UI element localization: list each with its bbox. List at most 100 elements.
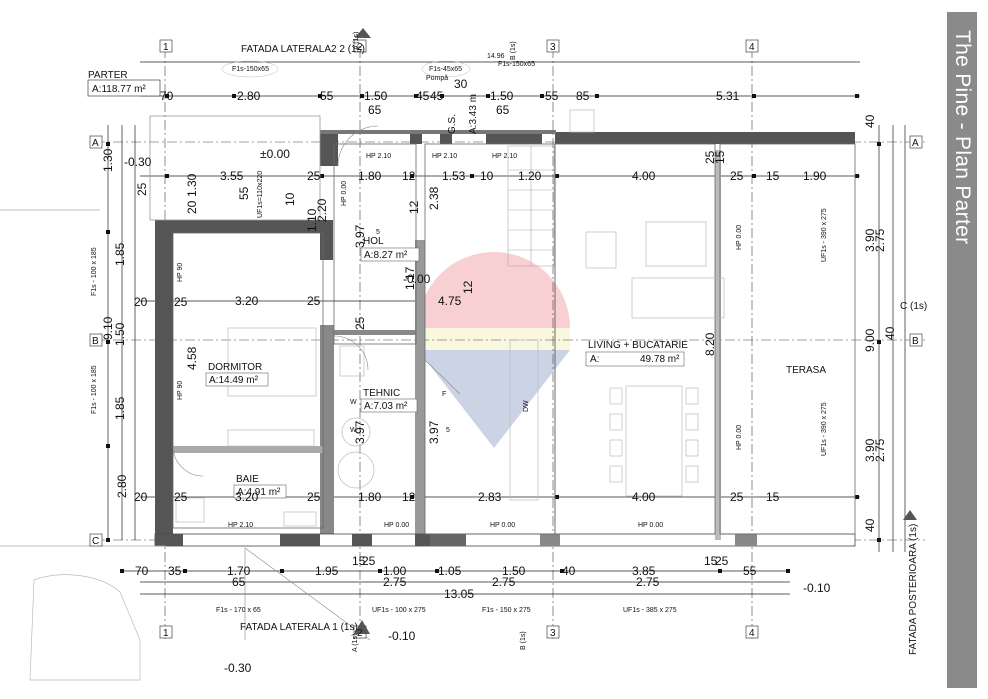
svg-text:F1s - 100 x 185: F1s - 100 x 185 [91, 365, 98, 414]
svg-text:40: 40 [883, 326, 897, 340]
svg-text:F: F [442, 391, 446, 398]
svg-text:55: 55 [545, 89, 559, 103]
svg-text:-0.10: -0.10 [388, 629, 416, 643]
svg-text:20: 20 [134, 490, 148, 504]
svg-text:20: 20 [185, 200, 199, 214]
svg-text:45: 45 [416, 89, 430, 103]
svg-text:2.20: 2.20 [315, 198, 329, 222]
svg-text:35: 35 [168, 564, 182, 578]
svg-text:1.50: 1.50 [364, 89, 388, 103]
section-a-top: A (1s) [353, 32, 360, 50]
window-tags: F1s-150x65 F1s-45x65 F1s-150x65 F1s - 17… [91, 60, 828, 614]
svg-text:2.80: 2.80 [237, 89, 261, 103]
svg-text:25: 25 [362, 554, 376, 568]
room-area-hol: A:8.27 m² [364, 250, 408, 261]
svg-text:8.20: 8.20 [703, 332, 717, 356]
dims-top: 70 2.80 55 1.50 65 45 45 30 1.50 65 55 8… [160, 53, 740, 117]
svg-text:70: 70 [135, 564, 149, 578]
svg-text:B: B [92, 336, 99, 347]
svg-text:2.75: 2.75 [383, 575, 407, 589]
svg-text:3.55: 3.55 [220, 169, 244, 183]
bed [227, 327, 317, 397]
svg-text:2.38: 2.38 [427, 186, 441, 210]
svg-text:3.97: 3.97 [427, 420, 441, 444]
dimension-ticks [106, 94, 881, 573]
svg-text:14.96: 14.96 [487, 53, 505, 60]
svg-text:3.20: 3.20 [235, 490, 259, 504]
svg-text:30: 30 [454, 77, 468, 91]
svg-text:-0.30: -0.30 [124, 155, 152, 169]
dims-row2: 3.55 25 1.80 12 1.53 10 1.20 4.00 25 15 … [220, 169, 827, 183]
section-a-bottom: A (1s) [352, 634, 359, 652]
coffee-table [645, 221, 707, 267]
svg-text:Pompă: Pompă [426, 75, 448, 82]
section-b-top: B (1s) [510, 41, 517, 60]
svg-text:F1s-150x65: F1s-150x65 [498, 61, 535, 68]
svg-text:12: 12 [461, 280, 475, 294]
svg-text:25: 25 [703, 150, 717, 164]
svg-text:1.80: 1.80 [358, 169, 382, 183]
svg-text:70: 70 [160, 89, 174, 103]
svg-text:4.00: 4.00 [632, 169, 656, 183]
level-marks: ±0.00 -0.10 -0.10 -0.30 -0.30 -0.00 [124, 147, 831, 675]
svg-text:4.75: 4.75 [438, 294, 462, 308]
svg-text:-0.30: -0.30 [224, 661, 252, 675]
svg-text:4.58: 4.58 [185, 346, 199, 370]
svg-text:1.50: 1.50 [502, 564, 526, 578]
svg-text:HP 0.00: HP 0.00 [638, 522, 663, 529]
furniture [29, 109, 725, 681]
sidebar-title: The Pine - Plan Parter [951, 30, 974, 245]
level-area: A:118.77 m² [92, 84, 146, 95]
svg-text:2.83: 2.83 [478, 490, 502, 504]
sofa [631, 277, 725, 319]
svg-text:2.75: 2.75 [492, 575, 516, 589]
dims-left: 9.10 1.30 25 1.85 1.50 1.85 2.80 20 25 2… [101, 148, 251, 504]
svg-text:10: 10 [283, 192, 297, 206]
svg-text:9.00: 9.00 [863, 328, 877, 352]
svg-text:15: 15 [713, 150, 727, 164]
svg-text:1.80: 1.80 [358, 490, 382, 504]
floor-plan: 1 2 3 4 1 2 3 4 A B C A B FATADA LATERAL… [0, 28, 927, 681]
hp-labels: HP 2.10 HP 2.10 HP 2.10 HP 2.10 HP 0.00 … [177, 153, 743, 529]
dims-bottom: 70 35 1.70 1.95 15 25 1.00 1.05 1.50 40 … [135, 554, 757, 601]
svg-text:1.00: 1.00 [383, 564, 407, 578]
svg-text:1.20: 1.20 [518, 169, 542, 183]
svg-text:5: 5 [376, 229, 380, 236]
kitchen-counter [509, 339, 539, 501]
room-area-living: 49.78 m² [640, 354, 680, 365]
dining-table [625, 385, 683, 497]
room-name-baie: BAIE [236, 474, 259, 485]
svg-text:55: 55 [743, 564, 757, 578]
room-name-hol: HOL [363, 236, 384, 247]
room-area-prefix-living: A: [590, 354, 599, 365]
svg-text:15: 15 [704, 554, 718, 568]
facade-right-label: FATADA POSTERIOARA (1s) [908, 524, 919, 655]
grid-labels: 1 2 3 4 1 2 3 4 A B C A B [92, 42, 919, 639]
svg-text:1.85: 1.85 [113, 242, 127, 266]
svg-text:2.75: 2.75 [636, 575, 660, 589]
svg-text:G.S.: G.S. [447, 114, 458, 134]
svg-text:HP 2.10: HP 2.10 [432, 153, 457, 160]
wardrobe [227, 429, 315, 447]
svg-text:A: A [912, 138, 919, 149]
door-swings [172, 125, 461, 641]
stairs [507, 145, 555, 267]
svg-text:10: 10 [480, 169, 494, 183]
svg-text:2.80: 2.80 [115, 474, 129, 498]
svg-text:13.05: 13.05 [444, 587, 474, 601]
svg-text:4.00: 4.00 [632, 490, 656, 504]
svg-text:HP 90: HP 90 [177, 381, 184, 400]
svg-text:2.75: 2.75 [873, 438, 887, 462]
svg-text:1.95: 1.95 [315, 564, 339, 578]
svg-text:DW: DW [523, 400, 530, 412]
svg-text:3.20: 3.20 [235, 294, 259, 308]
room-labels: HOL A:8.27 m² DORMITOR A:14.49 m² TEHNIC… [205, 236, 826, 499]
svg-text:25: 25 [715, 554, 729, 568]
svg-text:HP 2.10: HP 2.10 [366, 153, 391, 160]
svg-text:UF1s - 100 x 275: UF1s - 100 x 275 [372, 607, 426, 614]
svg-text:1.10: 1.10 [305, 208, 319, 232]
misc-labels: G.S. A:3.43 m Pompă DW W W F 12 [350, 75, 530, 434]
svg-text:1.70: 1.70 [227, 564, 251, 578]
title-sidebar: The Pine - Plan Parter [947, 12, 977, 688]
svg-text:UF1s=110x220: UF1s=110x220 [257, 171, 264, 218]
